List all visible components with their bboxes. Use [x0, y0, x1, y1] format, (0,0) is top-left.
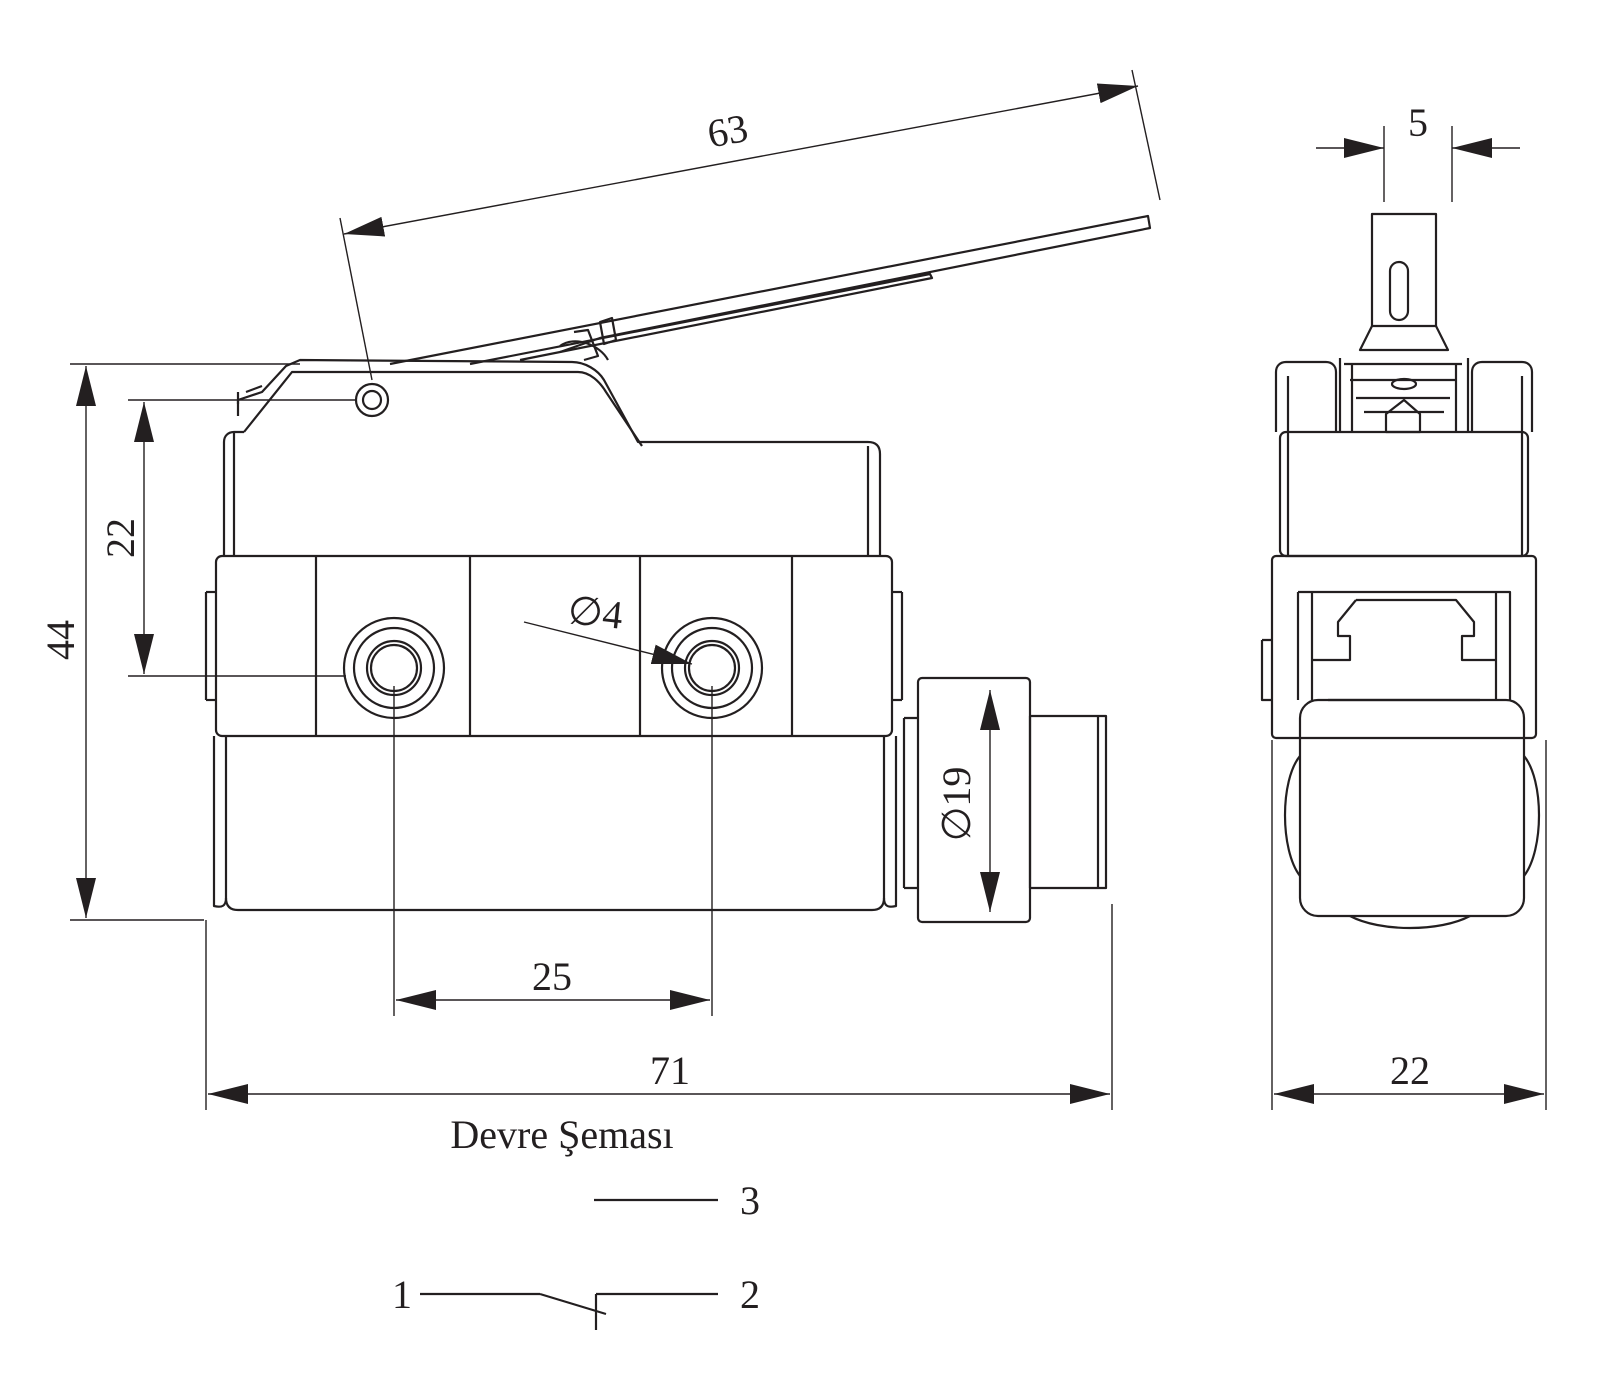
pivot-pin-icon	[354, 382, 390, 418]
lever-arm	[389, 214, 1152, 366]
actuator-housing	[236, 358, 882, 556]
dim-hole-diameter: ∅4	[566, 587, 625, 637]
dim-roller-diameter: ∅19	[934, 767, 979, 842]
front-view	[204, 214, 1152, 924]
dimensions: 63 5 44 22 ∅4 ∅19 25 71	[38, 69, 1547, 1110]
terminal-1-label: 1	[392, 1272, 412, 1317]
schematic-title: Devre Şeması	[450, 1112, 673, 1157]
dim-lever-length: 63	[704, 105, 752, 157]
mounting-band	[204, 554, 904, 738]
circuit-schematic: Devre Şeması 3 1 2	[392, 1112, 760, 1330]
dim-hole-spacing: 25	[532, 954, 572, 999]
switch-body	[224, 736, 886, 912]
dim-height-holes: 22	[98, 518, 143, 558]
terminal-2-label: 2	[740, 1272, 760, 1317]
dim-length-total: 71	[650, 1048, 690, 1093]
dim-lever-width: 5	[1408, 100, 1428, 145]
side-view	[1260, 212, 1541, 930]
roller	[902, 676, 1108, 924]
dim-width-side: 22	[1390, 1048, 1430, 1093]
dim-height-total: 44	[38, 620, 83, 660]
terminal-3-label: 3	[740, 1178, 760, 1223]
